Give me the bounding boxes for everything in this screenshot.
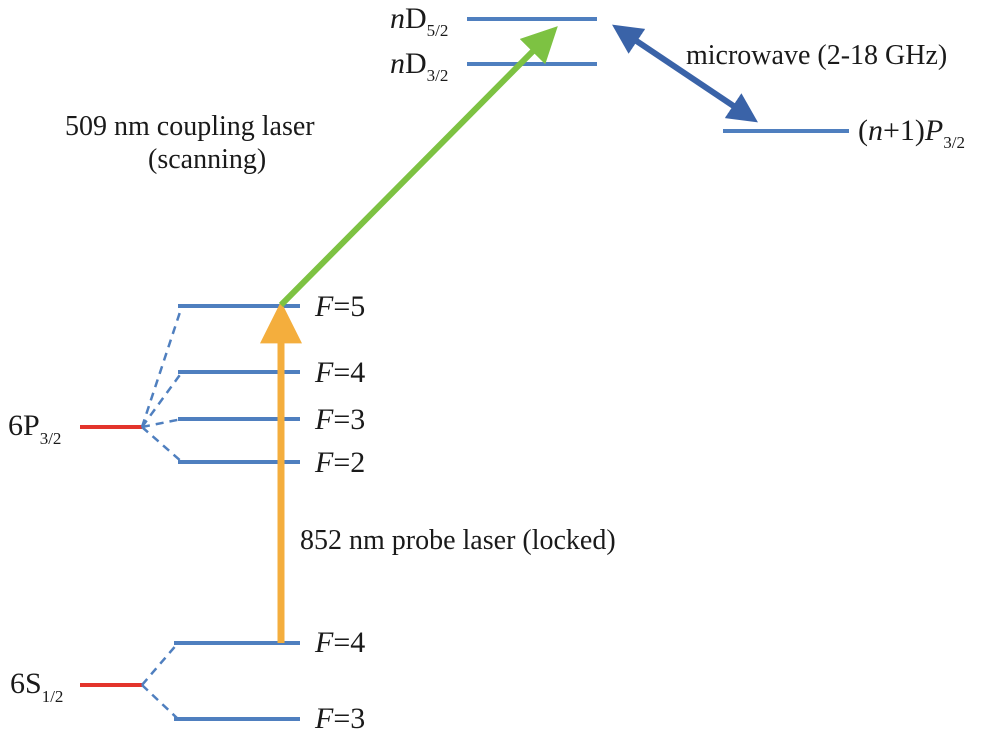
intermediate-f5-label: F=5	[314, 290, 365, 323]
intermediate-split-dash-f4	[140, 371, 184, 428]
ground-f3-label: F=3	[314, 702, 365, 735]
intermediate-f3-label: F=3	[314, 403, 365, 436]
ground-state-label: 6S1/2	[10, 667, 63, 706]
target-state-label: (n+1)P3/2	[858, 114, 965, 152]
intermediate-state-label: 6P3/2	[8, 409, 61, 448]
coupling-laser-label-line1: 509 nm coupling laser	[65, 111, 315, 142]
intermediate-split-dash-f3	[141, 417, 183, 429]
ground-split-dash-lower	[141, 684, 179, 720]
ground-f4-label: F=4	[314, 626, 365, 659]
ground-split-dash-upper	[141, 642, 179, 686]
coupling-laser-arrow	[278, 26, 558, 308]
rydberg-upper-label: nD5/2	[390, 2, 448, 40]
microwave-label: microwave (2-18 GHz)	[686, 40, 947, 71]
microwave-arrow	[612, 24, 758, 123]
intermediate-split-dash-f2	[141, 426, 183, 463]
intermediate-split-dash-f5	[140, 305, 184, 428]
probe-laser-label: 852 nm probe laser (locked)	[300, 525, 616, 556]
coupling-laser-label-line2: (scanning)	[148, 144, 266, 175]
rydberg-lower-label: nD3/2	[390, 47, 448, 85]
intermediate-f4-label: F=4	[314, 356, 365, 389]
intermediate-f2-label: F=2	[314, 446, 365, 479]
